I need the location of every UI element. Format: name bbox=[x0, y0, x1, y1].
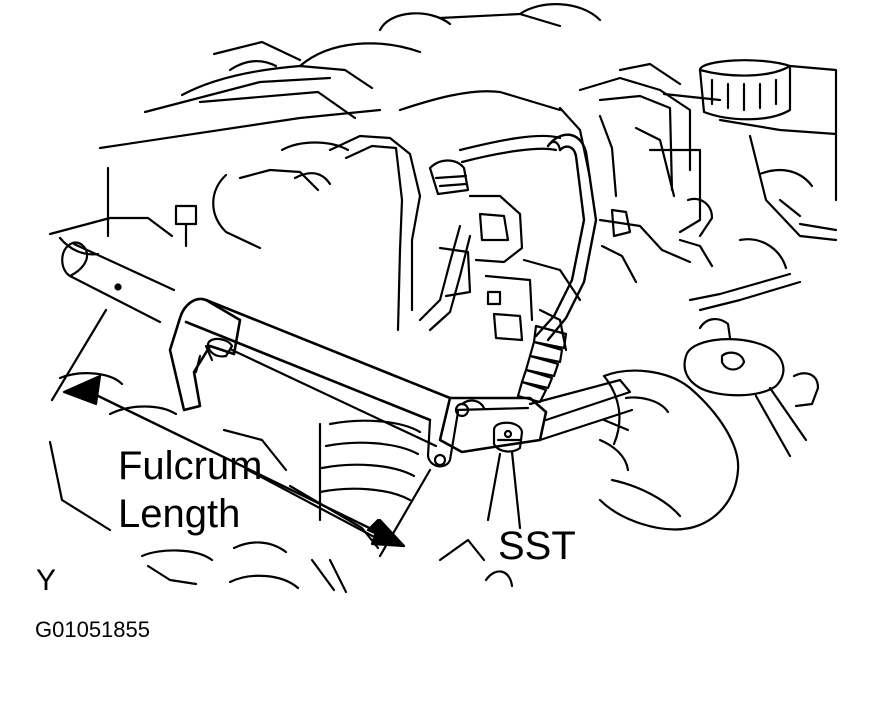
fulcrum-length-label-line1: Fulcrum bbox=[118, 444, 263, 488]
fulcrum-dimension bbox=[50, 308, 522, 558]
sst-label: SST bbox=[498, 524, 576, 568]
pipe-stub bbox=[61, 241, 176, 324]
view-letter: Y bbox=[36, 564, 57, 597]
figure-code: G01051855 bbox=[35, 617, 150, 642]
engine-bay-background bbox=[48, 3, 838, 594]
fulcrum-length-label-line2: Length bbox=[118, 492, 241, 536]
sst-tool bbox=[168, 297, 634, 468]
